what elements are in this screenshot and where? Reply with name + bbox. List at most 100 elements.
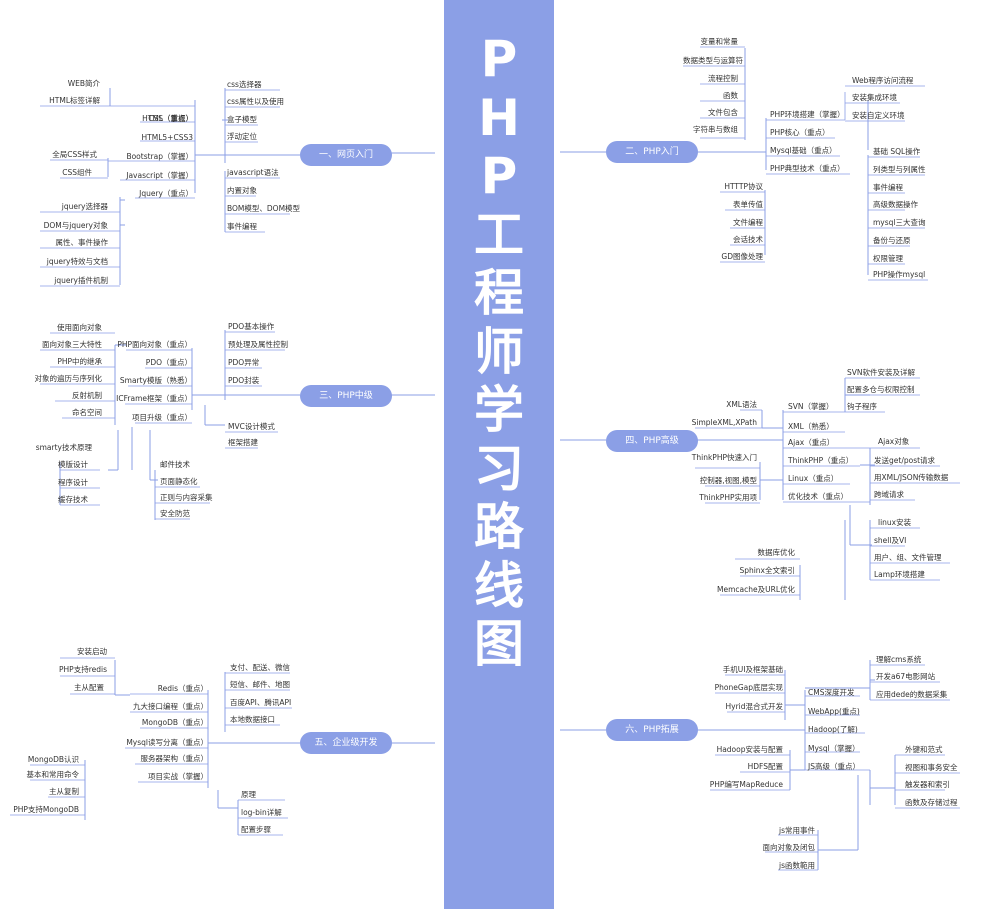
- node-css-selector[interactable]: css选择器: [227, 80, 262, 89]
- node-mongodb[interactable]: MongoDB（重点）: [141, 718, 208, 727]
- node-xml-syntax[interactable]: XML语法: [726, 400, 757, 409]
- node-gd[interactable]: GD图像处理: [721, 252, 763, 261]
- node-project[interactable]: 项目升级（重点）: [132, 413, 192, 422]
- node-linux[interactable]: Linux（重点）: [788, 474, 839, 483]
- node-jq-plugins[interactable]: jquery插件机制: [54, 276, 108, 285]
- node-php-mysql[interactable]: PHP操作mysql: [873, 270, 926, 279]
- node-ajax-obj[interactable]: Ajax对象: [878, 437, 910, 446]
- node-web-intro[interactable]: WEB简介: [67, 79, 100, 88]
- node-files[interactable]: 文件编程: [733, 218, 763, 227]
- node-sql[interactable]: 基础 SQL操作: [873, 147, 921, 156]
- node-forms[interactable]: 表单传值: [733, 200, 763, 209]
- node-jquery[interactable]: Jquery（重点）: [139, 189, 193, 198]
- node-json[interactable]: 用XML/JSON传输数据: [874, 473, 949, 482]
- node-hdfs[interactable]: HDFS配置: [747, 762, 783, 771]
- node-float[interactable]: 浮动定位: [227, 132, 257, 141]
- node-serialize[interactable]: 对象的遍历与序列化: [34, 374, 103, 383]
- node-reflection[interactable]: 反射机制: [72, 391, 102, 400]
- node-mongo-copy[interactable]: 主从复制: [49, 787, 79, 796]
- node-hadoop-install[interactable]: Hadoop安装与配置: [716, 745, 783, 754]
- node-global-css[interactable]: 全局CSS样式: [52, 150, 97, 159]
- node-oop-use[interactable]: 使用面向对象: [57, 323, 102, 332]
- node-mobile[interactable]: 手机UI及框架基础: [722, 665, 783, 674]
- node-js-syntax[interactable]: javascript语法: [227, 168, 279, 177]
- node-tpl-design[interactable]: 模版设计: [58, 460, 88, 469]
- node-pdo[interactable]: PDO（重点）: [145, 358, 192, 367]
- node-html[interactable]: HTML（掌握）: [142, 114, 193, 123]
- node-php-mongo[interactable]: PHP支持MongoDB: [13, 805, 79, 814]
- node-baidu[interactable]: 百度API、腾讯API: [230, 698, 292, 707]
- node-typical[interactable]: PHP典型技术（重点）: [770, 164, 845, 173]
- node-smarty[interactable]: Smarty模版（熟悉）: [119, 376, 192, 385]
- node-ajax[interactable]: Ajax（重点）: [788, 438, 835, 447]
- node-xml[interactable]: XML（熟悉）: [788, 422, 834, 431]
- node-hooks[interactable]: 钩子程序: [847, 402, 877, 411]
- node-fk[interactable]: 外键和范式: [905, 745, 943, 754]
- node-cms-concept[interactable]: 理解cms系统: [876, 655, 922, 664]
- node-php-redis[interactable]: PHP支持redis: [59, 665, 107, 674]
- node-js-events[interactable]: js常用事件: [779, 826, 815, 835]
- node-optimize[interactable]: 优化技术（重点）: [788, 492, 848, 501]
- node-dede[interactable]: 应用dede的数据采集: [876, 690, 948, 699]
- branch-enterprise-dev[interactable]: 五、企业级开发: [300, 732, 392, 754]
- branch-php-intermediate[interactable]: 三、PHP中级: [300, 385, 392, 407]
- node-linux-install[interactable]: linux安装: [878, 518, 912, 527]
- node-css-props[interactable]: css属性以及使用: [227, 97, 284, 106]
- node-dom-jq[interactable]: DOM与jquery对象: [43, 221, 108, 230]
- node-security[interactable]: 安全防范: [160, 509, 190, 518]
- node-movie[interactable]: 开发a67电影网站: [876, 672, 936, 681]
- node-cache[interactable]: 缓存技术: [58, 495, 88, 504]
- node-oop[interactable]: PHP面向对象（重点）: [117, 340, 192, 349]
- node-svn-perm[interactable]: 配置多仓与权限控制: [847, 385, 915, 394]
- node-tp-mvc[interactable]: 控制器,视图,模型: [699, 476, 757, 485]
- node-mongo-intro[interactable]: MongoDB认识: [27, 755, 79, 764]
- node-pdo-basic[interactable]: PDO基本操作: [228, 322, 275, 331]
- node-advanced-data[interactable]: 高级数据操作: [873, 200, 918, 209]
- node-jq-selector[interactable]: jquery选择器: [61, 202, 108, 211]
- node-html5[interactable]: HTML5+CSS3: [141, 133, 193, 142]
- node-api[interactable]: 九大接口编程（重点）: [133, 702, 208, 711]
- node-cross[interactable]: 跨域请求: [874, 490, 904, 499]
- node-framework[interactable]: 框架搭建: [228, 438, 258, 447]
- node-phonegap[interactable]: PhoneGap底层实现: [714, 683, 783, 692]
- node-permissions[interactable]: 权限管理: [873, 254, 903, 263]
- node-design-patterns[interactable]: PHP中的继承: [57, 357, 102, 366]
- node-tp-use[interactable]: ThinkPHP实用项: [699, 493, 757, 502]
- node-principle[interactable]: 原理: [241, 790, 256, 799]
- node-svn-install[interactable]: SVN软件安装及详解: [847, 368, 916, 377]
- node-core[interactable]: PHP核心（重点）: [770, 128, 830, 137]
- node-datatypes[interactable]: 数据类型与运算符: [683, 56, 743, 65]
- node-memcache[interactable]: Memcache及URL优化: [717, 585, 795, 594]
- node-js-advanced[interactable]: JS高级（重点）: [808, 762, 860, 771]
- node-builtin-obj[interactable]: 内置对象: [227, 186, 257, 195]
- node-webapp[interactable]: WebApp(重点): [808, 707, 860, 716]
- node-vars[interactable]: 变量和常量: [700, 37, 739, 46]
- node-css-components[interactable]: CSS组件: [62, 168, 92, 177]
- node-bootstrap[interactable]: Bootstrap（掌握）: [126, 152, 193, 161]
- node-db-opt[interactable]: 数据库优化: [757, 548, 796, 557]
- node-strings-arrays[interactable]: 字符串与数组: [693, 125, 738, 134]
- node-functions[interactable]: 函数: [723, 91, 738, 100]
- branch-web-basics[interactable]: 一、网页入门: [300, 144, 392, 166]
- branch-php-extension[interactable]: 六、PHP拓展: [606, 719, 698, 741]
- node-events[interactable]: 事件编程: [227, 222, 257, 231]
- node-pdo-wrap[interactable]: PDO封装: [228, 376, 260, 385]
- node-users[interactable]: 用户、组、文件管理: [874, 553, 942, 562]
- node-prog-design[interactable]: 程序设计: [58, 478, 88, 487]
- node-icframe[interactable]: ICFrame框架（重点）: [116, 394, 192, 403]
- node-include[interactable]: 文件包含: [708, 108, 738, 117]
- node-smarty-principle[interactable]: smarty技术原理: [35, 443, 92, 452]
- node-regex[interactable]: 正则与内容采集: [160, 493, 213, 502]
- node-bom-dom[interactable]: BOM模型、DOM模型: [227, 204, 301, 213]
- node-jq-effects[interactable]: jquery特效与文档: [46, 257, 108, 266]
- node-backup[interactable]: 备份与还原: [873, 236, 911, 245]
- node-session[interactable]: 会话技术: [733, 235, 763, 244]
- node-closure[interactable]: 面向对象及闭包: [762, 843, 816, 852]
- node-javascript[interactable]: Javascript（掌握）: [126, 171, 193, 180]
- node-custom-env[interactable]: 安装自定义环境: [852, 111, 905, 120]
- node-static[interactable]: 页面静态化: [160, 477, 198, 486]
- node-lamp[interactable]: Lamp环境搭建: [874, 570, 925, 579]
- node-js-func[interactable]: js函数範用: [779, 861, 815, 870]
- node-mysql-ext[interactable]: Mysql（掌握）: [808, 744, 860, 753]
- node-triggers[interactable]: 触发器和索引: [905, 780, 950, 789]
